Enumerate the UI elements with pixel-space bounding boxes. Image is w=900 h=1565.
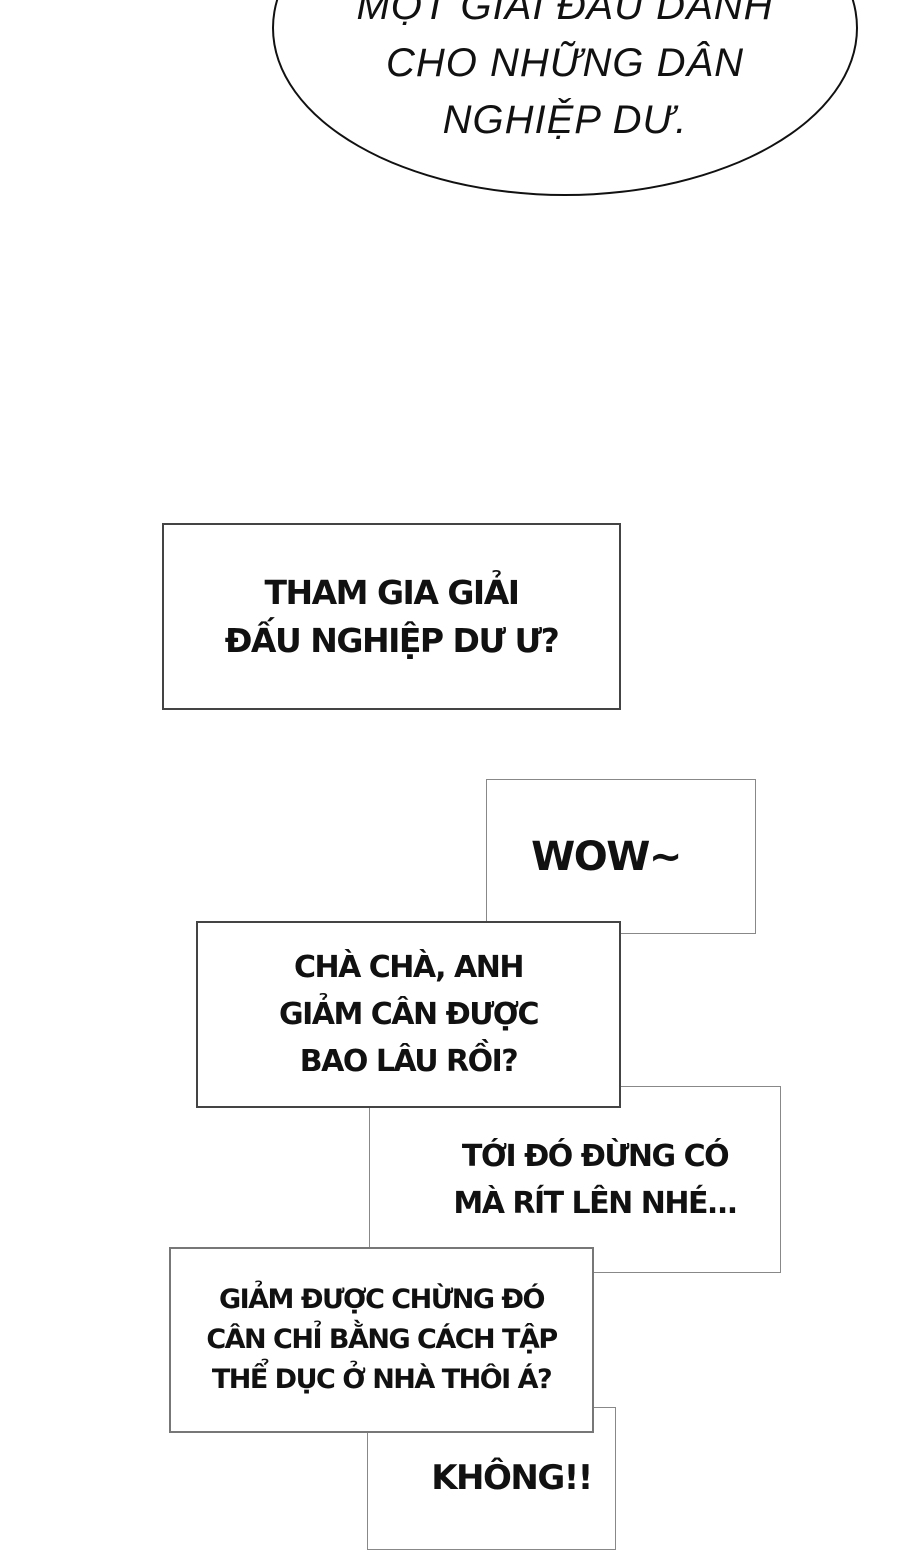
speech-bubble-text: MỘT GIẢI ĐẤU DÀNH CHO NHỮNG DÂN NGHIỆP D…	[356, 0, 774, 142]
caption-text: KHÔNG!!	[431, 1458, 593, 1498]
caption-box-tham-gia: THAM GIA GIẢI ĐẤU NGHIỆP DƯ Ư?	[162, 523, 621, 710]
caption-text: CHÀ CHÀ, ANH GIẢM CÂN ĐƯỢC BAO LÂU RỒI?	[278, 950, 540, 1079]
caption-box-giam-duoc: GIẢM ĐƯỢC CHỪNG ĐÓ CÂN CHỈ BẰNG CÁCH TẬP…	[169, 1247, 594, 1433]
caption-text: GIẢM ĐƯỢC CHỪNG ĐÓ CÂN CHỈ BẰNG CÁCH TẬP…	[206, 1284, 558, 1395]
caption-text: THAM GIA GIẢI ĐẤU NGHIỆP DƯ Ư?	[224, 572, 560, 660]
caption-box-toi-do: TỚI ĐÓ ĐỪNG CÓ MÀ RÍT LÊN NHÉ...	[369, 1086, 781, 1273]
caption-box-wow: WOW~	[486, 779, 756, 934]
caption-text: TỚI ĐÓ ĐỪNG CÓ MÀ RÍT LÊN NHÉ...	[453, 1138, 738, 1221]
caption-box-cha-cha: CHÀ CHÀ, ANH GIẢM CÂN ĐƯỢC BAO LÂU RỒI?	[196, 921, 621, 1108]
caption-text: WOW~	[531, 833, 682, 880]
